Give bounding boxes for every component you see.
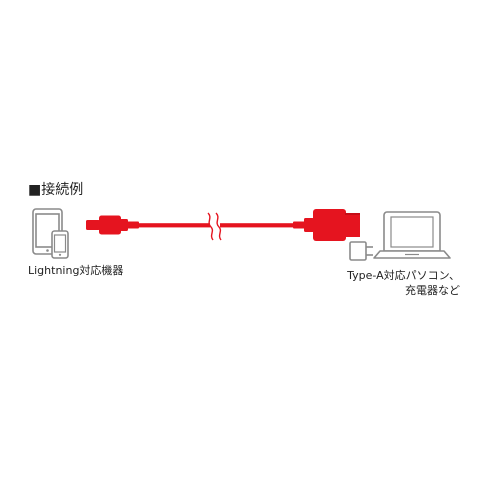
type-a-device-label: Type-A対応パソコン、 充電器など	[330, 268, 460, 298]
lightning-device-label: Lightning対応機器	[28, 264, 124, 277]
cable	[138, 223, 294, 228]
type-a-device-label-line1: Type-A対応パソコン、	[347, 269, 460, 282]
connection-example-heading: ■接続例	[28, 182, 84, 198]
smartphone-icon	[51, 230, 69, 259]
laptop-icon	[373, 211, 451, 259]
charger-icon	[349, 241, 373, 261]
type-a-device-label-line2: 充電器など	[405, 284, 460, 297]
lightning-connector-icon	[86, 215, 139, 235]
usb-a-connector-icon	[293, 209, 360, 241]
cable-break-icon	[207, 212, 222, 241]
